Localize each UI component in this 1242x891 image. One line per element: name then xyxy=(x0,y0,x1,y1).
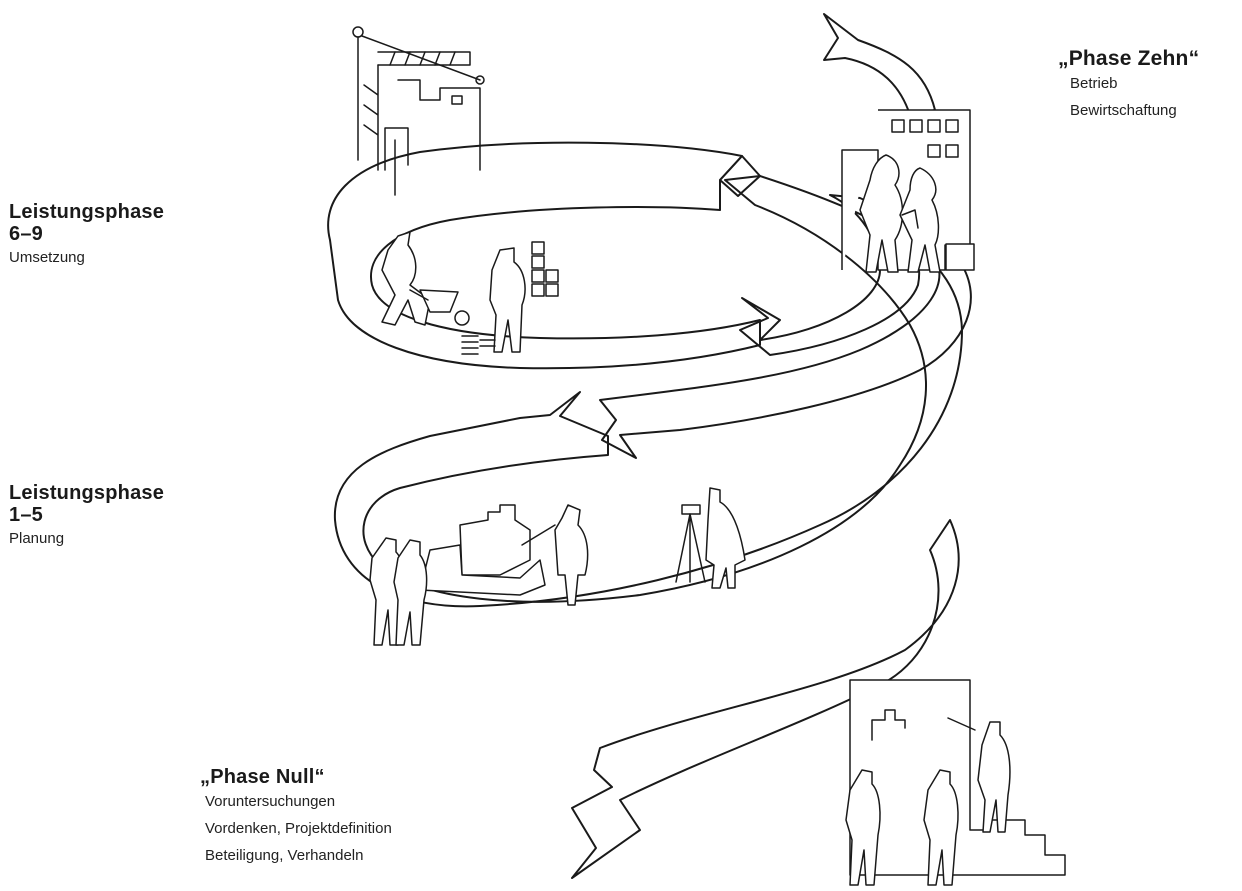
phase-zehn-line-2: Bewirtschaftung xyxy=(1070,102,1177,119)
phase-zehn-line-1: Betrieb xyxy=(1070,75,1118,92)
worker-bricks-icon xyxy=(461,241,559,355)
ribbon-phase-zehn xyxy=(823,13,936,116)
label-leistungsphase-6-9: Leistungsphase 6–9 Umsetzung xyxy=(9,201,164,271)
crane-icon xyxy=(352,26,485,196)
ribbon-lp-1-5 xyxy=(333,175,963,608)
lp69-title-line-1: Leistungsphase xyxy=(9,201,165,223)
phase-null-line-2: Vordenken, Projektdefinition xyxy=(205,820,392,837)
phase-null-line-1: Voruntersuchungen xyxy=(205,793,336,810)
label-leistungsphase-1-5: Leistungsphase 1–5 Planung xyxy=(9,482,164,552)
ribbon-phase-null xyxy=(571,519,960,879)
worker-wheelbarrow-icon xyxy=(381,231,470,326)
lp15-line-1: Planung xyxy=(9,530,65,547)
people-at-board-icon xyxy=(845,679,1066,886)
building-with-people-icon xyxy=(841,109,975,273)
lp15-title-line-1: Leistungsphase xyxy=(9,482,165,504)
surveyor-tripod-icon xyxy=(675,487,746,589)
lp15-title-line-2: 1–5 xyxy=(9,504,43,526)
lp69-line-1: Umsetzung xyxy=(9,249,85,266)
ribbon-lp-6-9 xyxy=(327,141,761,370)
phase-null-title: „Phase Null“ xyxy=(200,766,325,788)
label-phase-zehn: „Phase Zehn“ Betrieb Bewirtschaftung xyxy=(1058,48,1199,124)
planners-model-icon xyxy=(419,504,589,606)
phase-zehn-title: „Phase Zehn“ xyxy=(1058,47,1200,70)
lp69-title-line-2: 6–9 xyxy=(9,223,43,245)
phase-null-line-3: Beteiligung, Verhandeln xyxy=(205,847,364,864)
two-people-icon xyxy=(369,537,428,646)
label-phase-null: „Phase Null“ Voruntersuchungen Vordenken… xyxy=(200,766,392,869)
